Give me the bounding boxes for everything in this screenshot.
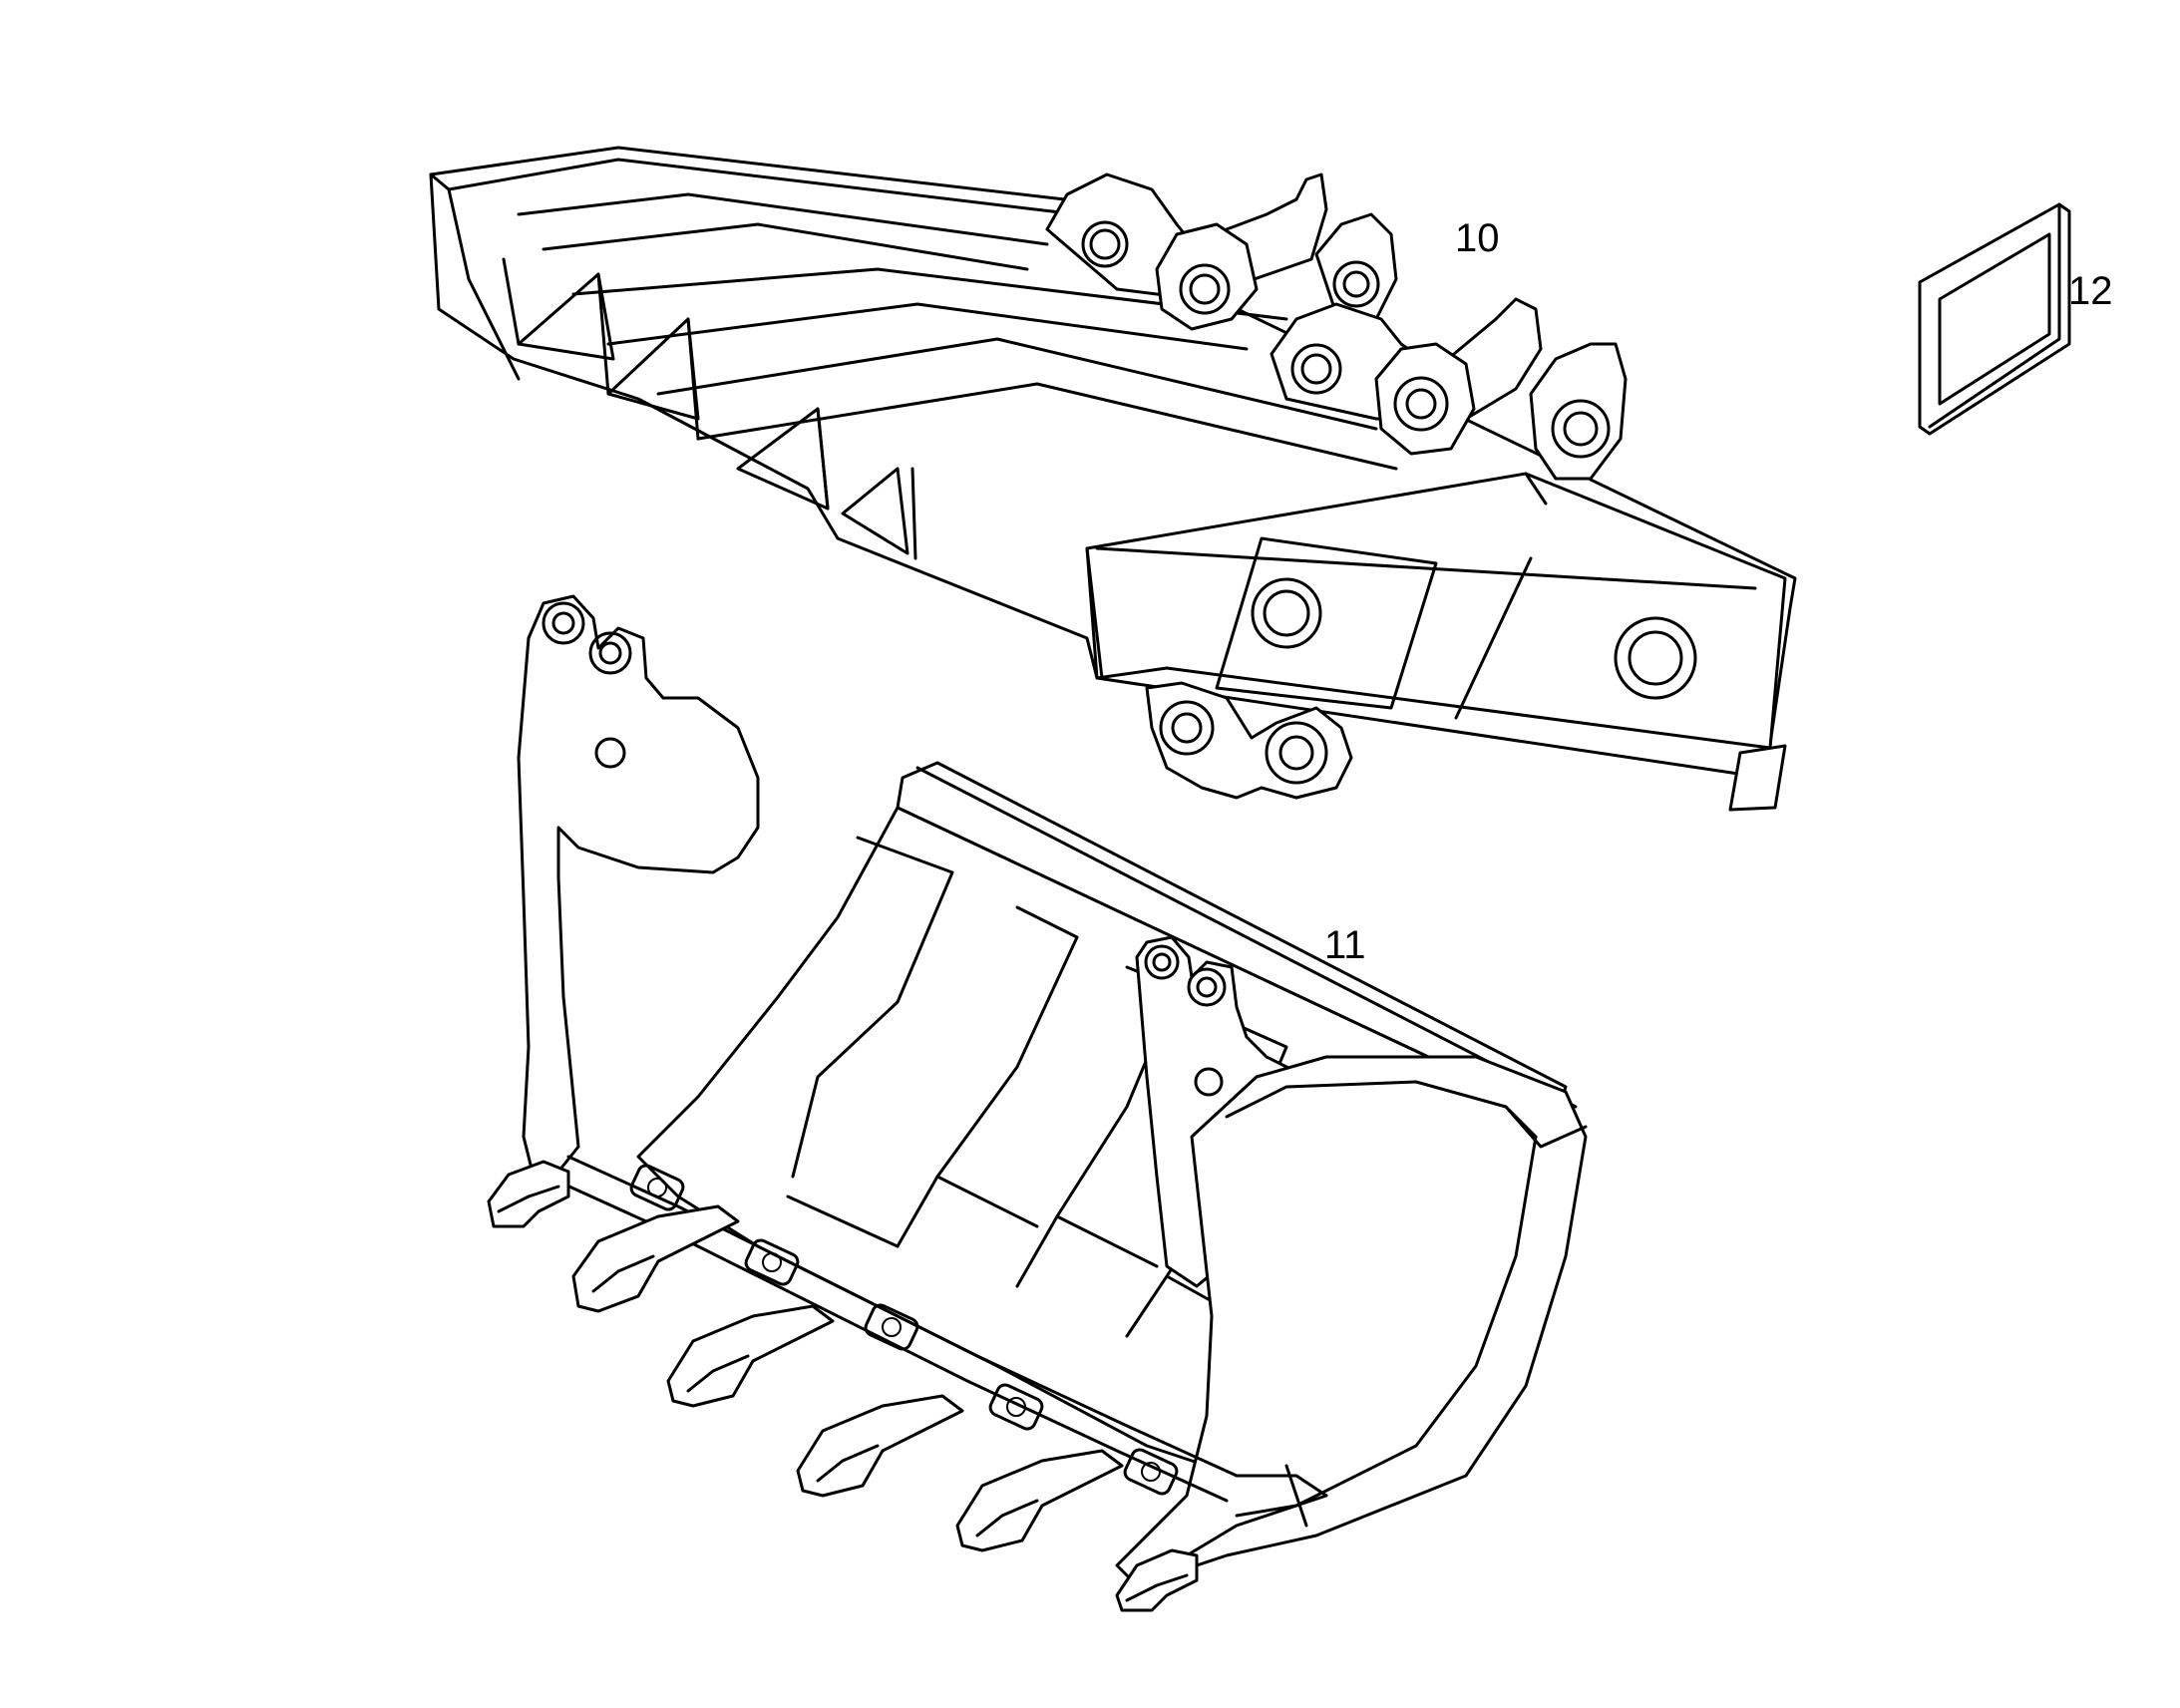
- callout-label-12: 12: [2068, 269, 2113, 313]
- callout-label-11: 11: [1324, 923, 1366, 967]
- plate-part-12: [1918, 202, 2071, 436]
- bucket-part-11: [487, 594, 1588, 1612]
- callout-label-10: 10: [1455, 216, 1500, 260]
- bucket-teeth: [487, 1160, 1199, 1612]
- boom-frame-part-10: [429, 146, 1797, 812]
- tooth-adapter-holes: [629, 1164, 1179, 1496]
